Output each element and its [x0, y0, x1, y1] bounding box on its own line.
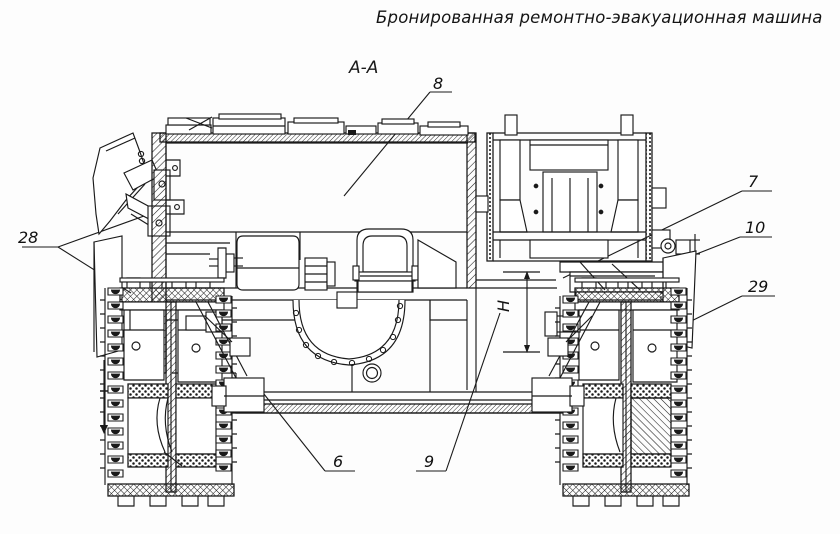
- drawing-title: Бронированная ремонтно-эвакуационная маш…: [376, 8, 823, 27]
- callout-label-9: 9: [424, 452, 435, 471]
- callout-label-28: 28: [18, 228, 39, 247]
- section-view-label: A-A: [349, 58, 379, 78]
- right-track: [555, 287, 692, 485]
- callout-label-29: 29: [748, 277, 769, 296]
- right-running-gear: [544, 277, 692, 507]
- crew-compartment-interior: [209, 228, 467, 383]
- dimension-H: [503, 271, 540, 353]
- callout-label-7: 7: [748, 172, 759, 191]
- front-hull-brackets: [166, 159, 230, 255]
- callout-label-8: 8: [433, 74, 444, 93]
- roof-equipment: [165, 113, 469, 144]
- left-running-gear: [100, 277, 237, 507]
- left-track: [100, 287, 237, 485]
- callout-label-10: 10: [745, 218, 766, 237]
- callout-label-6: 6: [333, 452, 344, 471]
- engine-compartment: [475, 114, 671, 262]
- lower-hull-torsion-assembly: [195, 301, 601, 413]
